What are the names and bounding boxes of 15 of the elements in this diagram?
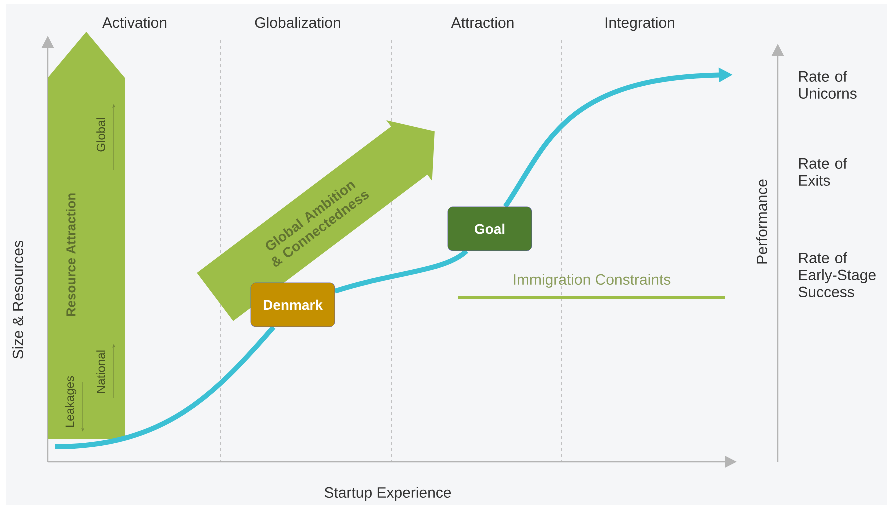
goal-box: Goal [448,206,532,252]
phase-label: Attraction [451,17,514,28]
constraint-label: Immigration Constraints [514,274,671,288]
phase-label: Integration [606,17,674,32]
country-box: Denmark [250,282,336,328]
metric-label: Rate of Early-Stage Success [798,252,876,298]
axis-label: Size & Resources [12,240,24,359]
phase-label: Activation [102,17,167,28]
phase-label: Globalization [255,17,340,28]
metric-label: Rate of Exits [799,158,848,186]
growth-curve [334,249,468,294]
axis-label: Startup Experience [324,487,452,501]
axis-label: Performance [756,180,768,264]
growth-curve [54,326,276,450]
metric-label: Rate of Unicorns [799,71,857,99]
